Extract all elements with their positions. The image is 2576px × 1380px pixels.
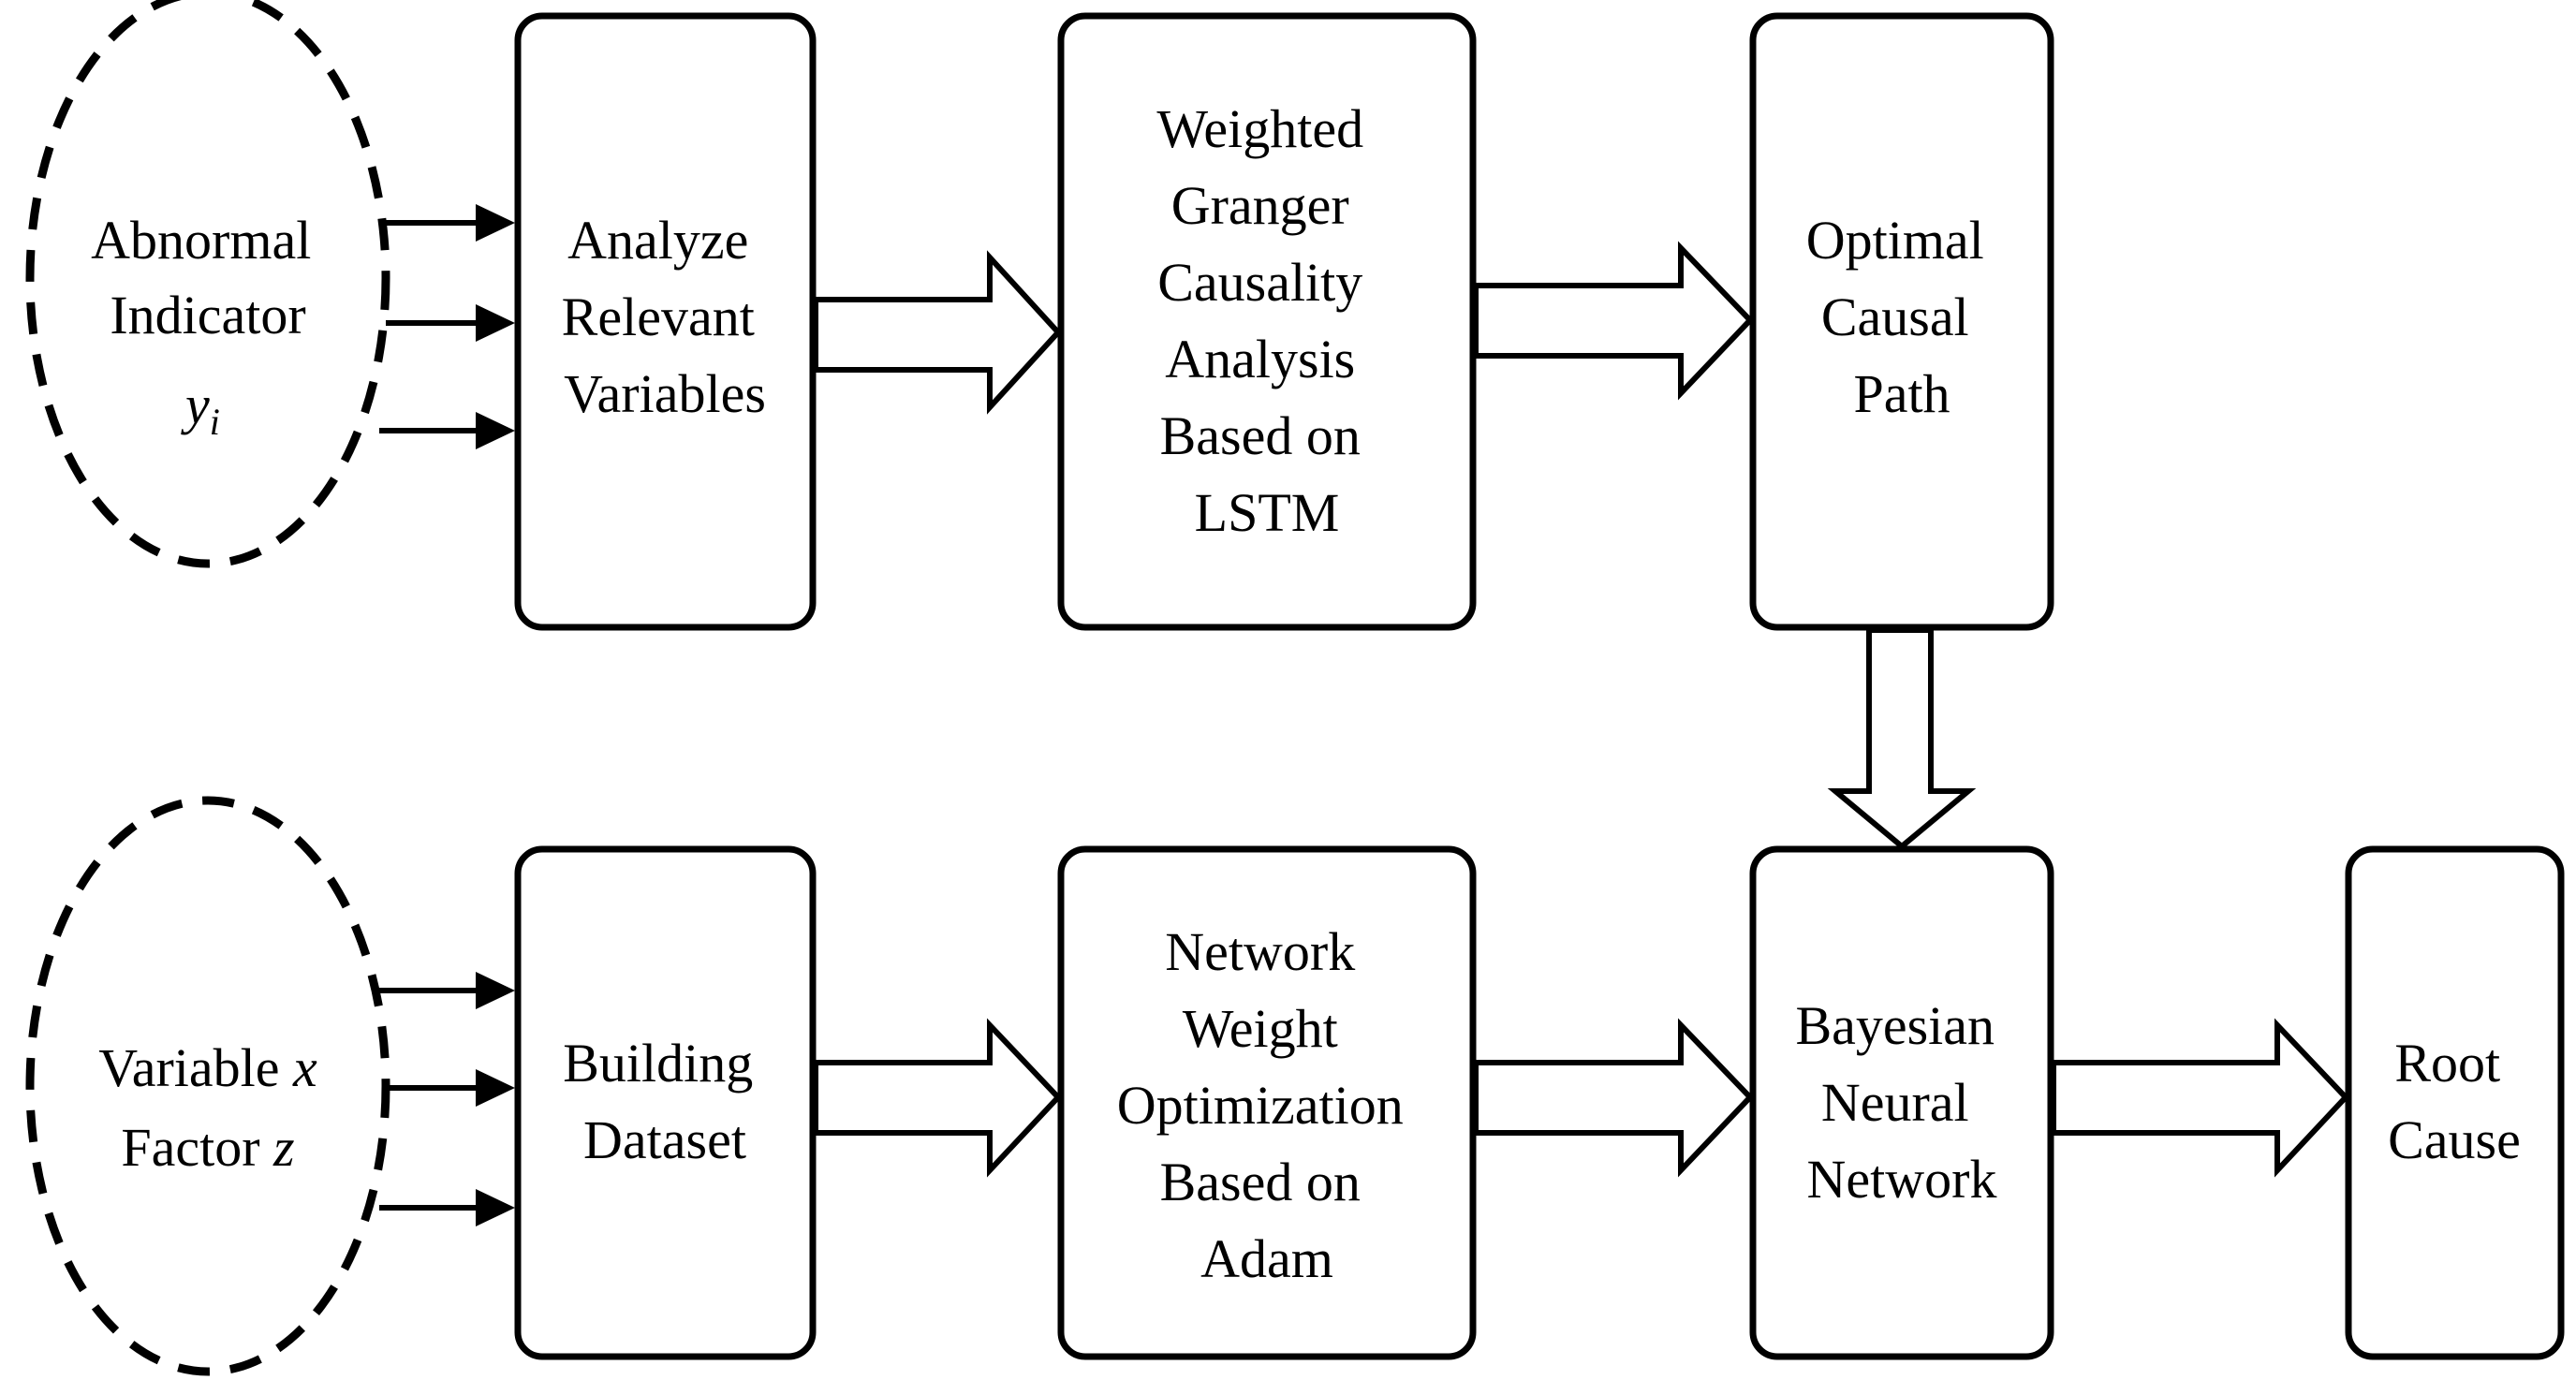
arrow-bayesian-to-root-cause — [2051, 1018, 2350, 1178]
arrow-optimization-to-bayesian — [1473, 1018, 1755, 1178]
arrow-granger-to-optimal-path — [1473, 241, 1755, 401]
label-line: Causality — [1157, 252, 1362, 313]
label-line: Root — [2394, 1033, 2500, 1094]
building-dataset-box — [514, 845, 817, 1360]
input-arrows-top — [379, 204, 515, 449]
factor-word: Factor — [121, 1117, 273, 1178]
abnormal-label-line: Abnormal — [91, 210, 311, 271]
abnormal-indicator-label: Abnormal Indicator — [91, 210, 325, 345]
weighted-granger-causality-label: Weighted Granger Causality Analysis Base… — [1156, 98, 1376, 543]
label-line: Network — [1807, 1149, 1997, 1210]
y-symbol: y — [181, 374, 210, 435]
label-line: Relevant — [562, 286, 755, 347]
label-line: Path — [1853, 363, 1950, 424]
label-line: Analyze — [567, 210, 748, 271]
label-line: Building — [563, 1033, 753, 1094]
label-line: Analysis — [1165, 329, 1355, 389]
abnormal-indicator-ellipse — [25, 0, 390, 568]
i-subscript: i — [210, 401, 220, 443]
arrow-analyze-to-granger — [813, 250, 1063, 415]
variable-x-label: Variable x — [98, 1037, 317, 1098]
root-cause-box — [2345, 845, 2565, 1360]
label-line: Based on — [1160, 405, 1361, 466]
label-line: Network — [1165, 921, 1355, 982]
y-subscript-i-symbol: yi — [181, 374, 220, 443]
analyze-relevant-variables-label: Analyze Relevant Variables — [562, 210, 769, 424]
factor-z-label: Factor z — [121, 1117, 294, 1178]
label-line: LSTM — [1195, 482, 1340, 543]
network-weight-optimization-label: Network Weight Optimization Based on Ada… — [1117, 921, 1418, 1289]
label-line: Cause — [2388, 1109, 2521, 1170]
label-line: Causal — [1821, 286, 1969, 347]
indicator-label-line: Indicator — [110, 285, 305, 345]
x-symbol: x — [292, 1037, 317, 1098]
label-line: Adam — [1200, 1228, 1333, 1289]
label-line: Optimization — [1117, 1075, 1404, 1136]
label-line: Variables — [564, 363, 766, 424]
z-symbol: z — [272, 1117, 295, 1178]
variable-word: Variable — [98, 1037, 293, 1098]
arrow-dataset-to-optimization — [813, 1018, 1063, 1178]
label-line: Weighted — [1156, 98, 1363, 159]
label-line: Based on — [1160, 1152, 1361, 1212]
optimal-causal-path-label: Optimal Causal Path — [1806, 210, 1998, 424]
label-line: Neural — [1821, 1072, 1969, 1133]
bayesian-neural-network-label: Bayesian Neural Network — [1795, 995, 2008, 1210]
label-line: Optimal — [1806, 210, 1984, 271]
label-line: Bayesian — [1795, 995, 1995, 1056]
building-dataset-label: Building Dataset — [563, 1033, 767, 1170]
label-line: Weight — [1183, 998, 1338, 1059]
label-line: Granger — [1171, 175, 1349, 236]
label-line: Dataset — [583, 1109, 746, 1170]
arrow-optimal-path-to-bayesian — [1827, 627, 1977, 850]
root-cause-label: Root Cause — [2388, 1033, 2521, 1170]
input-arrows-bottom — [373, 972, 515, 1226]
